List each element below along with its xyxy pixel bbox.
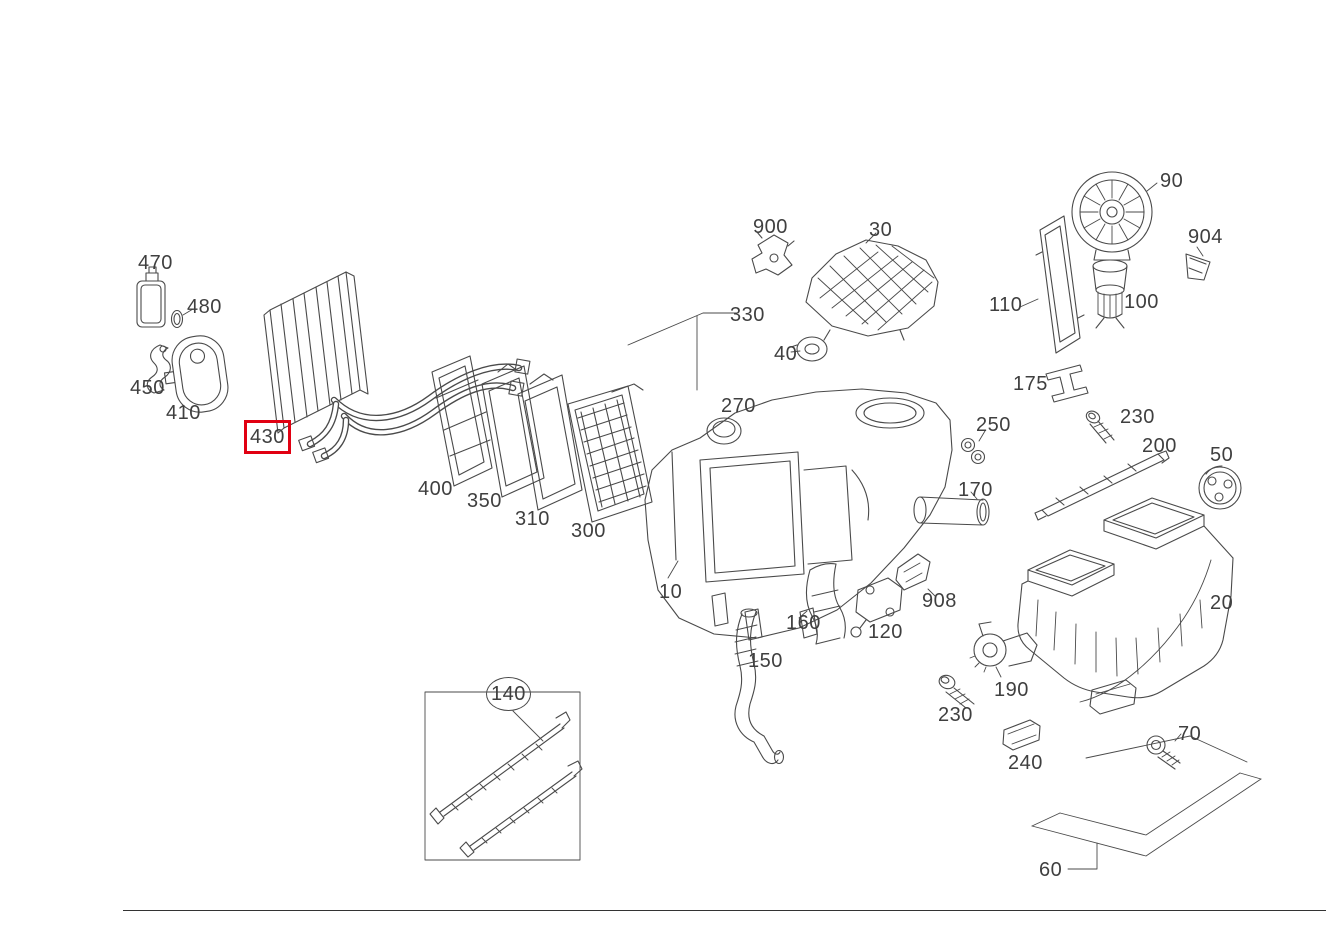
part-label-350[interactable]: 350 — [467, 490, 502, 512]
part-label-60[interactable]: 60 — [1039, 859, 1063, 881]
part-label-250[interactable]: 250 — [976, 414, 1011, 436]
part-label-200[interactable]: 200 — [1142, 435, 1177, 457]
part-label-160[interactable]: 160 — [786, 612, 821, 634]
part-150-hose-drawing — [734, 608, 785, 765]
part-label-190[interactable]: 190 — [994, 679, 1029, 701]
part-10-housing-drawing — [644, 388, 953, 641]
footer-rule — [123, 910, 1326, 911]
part-label-240[interactable]: 240 — [1008, 752, 1043, 774]
part-label-140[interactable]: 140 — [486, 677, 531, 711]
part-300-filter-drawing — [567, 383, 653, 523]
part-label-120[interactable]: 120 — [868, 621, 903, 643]
part-label-175[interactable]: 175 — [1013, 373, 1048, 395]
part-label-70[interactable]: 70 — [1178, 723, 1202, 745]
part-160-duct-drawing — [805, 563, 846, 645]
part-410-cover-drawing — [163, 335, 229, 413]
part-60-panel-drawing — [1031, 735, 1262, 857]
part-label-410[interactable]: 410 — [166, 402, 201, 424]
part-label-10[interactable]: 10 — [659, 581, 683, 603]
part-50-disc-drawing — [1198, 465, 1242, 510]
part-label-90[interactable]: 90 — [1160, 170, 1184, 192]
part-30-intake-drawing — [805, 239, 939, 341]
part-label-20[interactable]: 20 — [1210, 592, 1234, 614]
part-400-frame-drawing — [431, 355, 493, 487]
part-label-150[interactable]: 150 — [748, 650, 783, 672]
part-470-drier-drawing — [136, 266, 166, 328]
part-label-470[interactable]: 470 — [138, 252, 173, 274]
part-label-110[interactable]: 110 — [989, 294, 1023, 316]
part-label-300[interactable]: 300 — [571, 520, 606, 542]
part-430-pipes-drawing — [298, 358, 531, 464]
part-label-100[interactable]: 100 — [1124, 291, 1159, 313]
part-230-screw-lower-drawing — [938, 674, 975, 709]
part-label-270[interactable]: 270 — [721, 395, 756, 417]
part-240-tray-drawing — [1002, 719, 1041, 751]
part-label-900[interactable]: 900 — [753, 216, 788, 238]
part-label-170[interactable]: 170 — [958, 479, 993, 501]
part-label-908[interactable]: 908 — [922, 590, 957, 612]
part-40-actuator-drawing — [790, 336, 828, 362]
part-480-oring-drawing — [170, 309, 184, 329]
part-label-430[interactable]: 430 — [244, 420, 291, 454]
part-430-evaporator-drawing — [263, 271, 369, 434]
part-200-rail-drawing — [1034, 450, 1170, 521]
part-900-bracket-drawing — [751, 231, 795, 276]
part-350-frame-drawing — [481, 363, 545, 498]
part-label-450[interactable]: 450 — [130, 377, 165, 399]
part-110-panel-drawing — [1035, 215, 1085, 354]
part-230-screw-upper-drawing — [1085, 410, 1115, 444]
part-label-40[interactable]: 40 — [774, 343, 798, 365]
part-904-clip-drawing — [1185, 253, 1211, 281]
part-170-tube-drawing — [913, 496, 990, 526]
part-175-bracket-drawing — [1045, 364, 1089, 403]
part-250-grommets-drawing — [960, 437, 986, 465]
part-label-904[interactable]: 904 — [1188, 226, 1223, 248]
part-label-330[interactable]: 330 — [730, 304, 765, 326]
part-908-wedge-drawing — [895, 553, 931, 591]
part-label-50[interactable]: 50 — [1210, 444, 1234, 466]
part-label-230-1[interactable]: 230 — [1120, 406, 1155, 428]
part-140-rails-drawing — [424, 691, 583, 861]
part-310-frame-drawing — [517, 373, 583, 511]
part-label-480[interactable]: 480 — [187, 296, 222, 318]
part-450-bracket-drawing — [146, 344, 171, 394]
part-100-motor-drawing — [1092, 259, 1128, 329]
part-20-housing-drawing — [1017, 497, 1234, 715]
part-label-30[interactable]: 30 — [869, 219, 893, 241]
part-label-230-2[interactable]: 230 — [938, 704, 973, 726]
part-label-310[interactable]: 310 — [515, 508, 550, 530]
part-120-bracket-drawing — [850, 577, 903, 638]
leader-lines — [182, 182, 1204, 870]
part-label-400[interactable]: 400 — [418, 478, 453, 500]
